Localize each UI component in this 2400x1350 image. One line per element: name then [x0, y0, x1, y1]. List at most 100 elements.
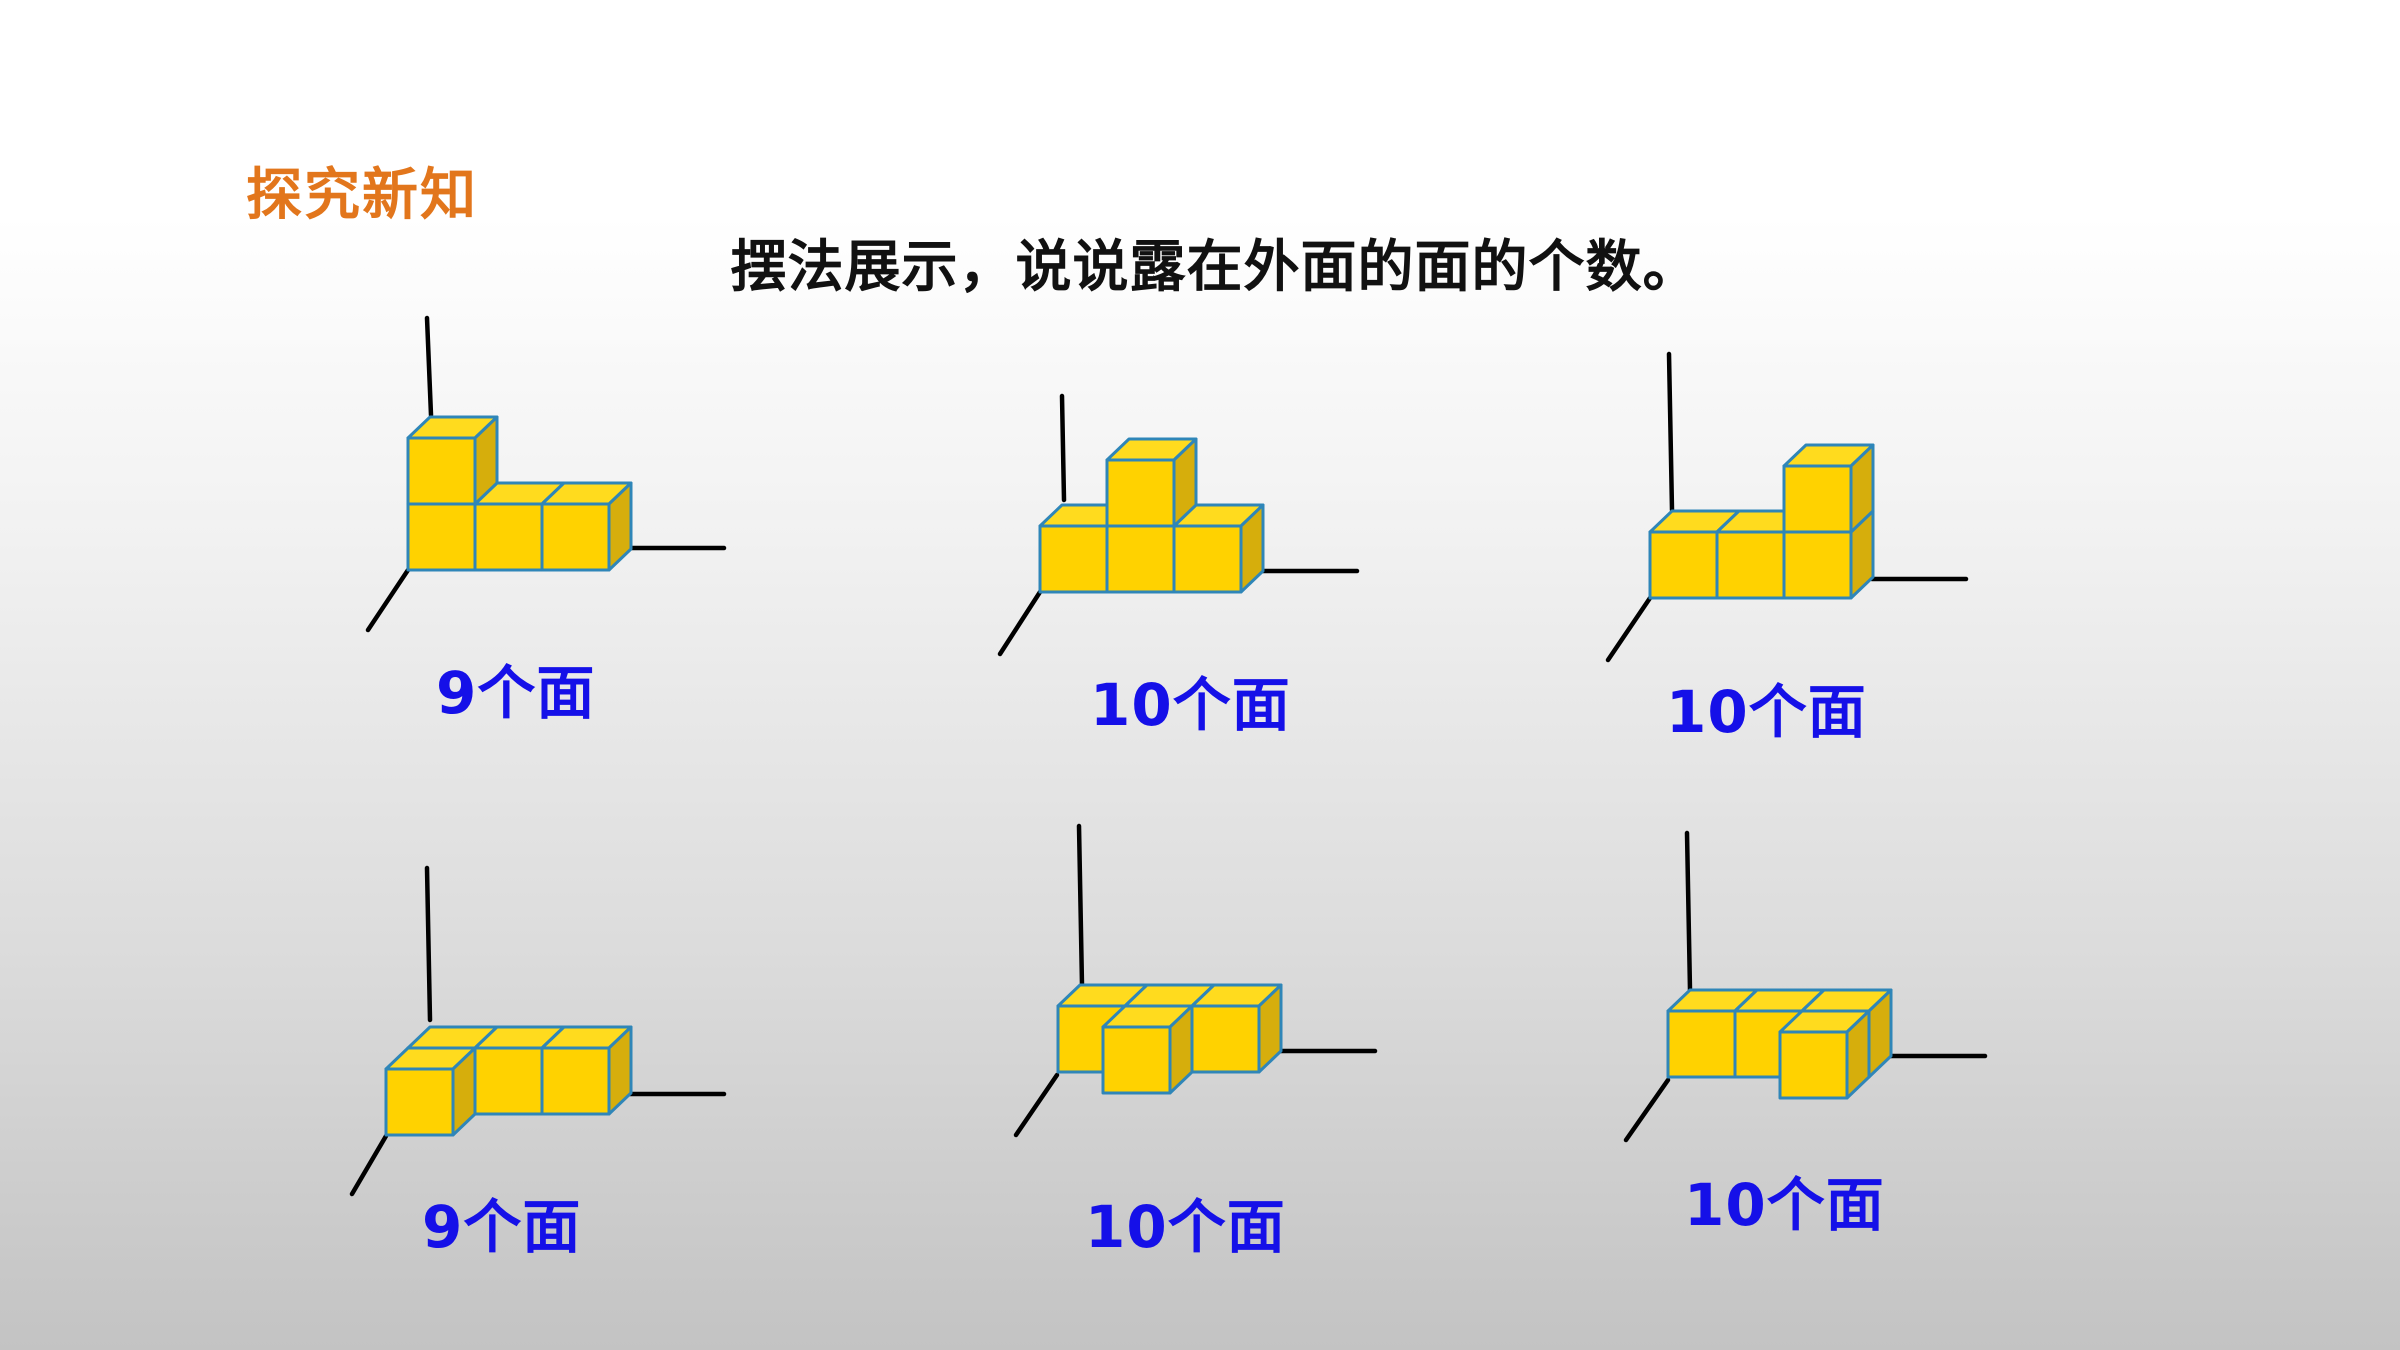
unit-cube — [1038, 503, 1131, 594]
cube-top-face — [1733, 988, 1826, 1013]
unit-cube — [406, 1025, 499, 1116]
unit-cube — [384, 1046, 477, 1137]
cube-side-face — [451, 1046, 477, 1137]
cube-front-face — [1101, 1025, 1172, 1095]
cube-side-face — [1172, 437, 1198, 528]
cube-side-face — [1168, 1004, 1194, 1095]
cube-front-face — [540, 502, 611, 572]
cube-top-face — [540, 1025, 633, 1050]
cube-side-face — [1239, 503, 1265, 594]
cube-side-face — [1800, 988, 1826, 1079]
cube-side-face — [1849, 509, 1875, 600]
cube-front-face — [1056, 1004, 1127, 1074]
unit-cube — [1123, 983, 1216, 1074]
unit-cube — [540, 1025, 633, 1116]
cube-side-face — [1733, 988, 1759, 1079]
cube-top-face — [1782, 443, 1875, 468]
cube-top-face — [473, 481, 566, 506]
cube-top-face — [406, 481, 499, 506]
cube-group-5 — [1056, 983, 1283, 1095]
cube-front-face — [1105, 524, 1176, 594]
cube-top-face — [1666, 988, 1759, 1013]
cube-front-face — [384, 1067, 455, 1137]
unit-cube — [1733, 988, 1826, 1079]
cube-top-face — [1648, 509, 1741, 534]
cube-side-face — [540, 1025, 566, 1116]
cube-front-face — [1123, 1004, 1194, 1074]
cube-top-face — [1101, 1004, 1194, 1029]
cube-front-face — [1105, 458, 1176, 528]
unit-cube — [1105, 437, 1198, 528]
cube-side-face — [1105, 503, 1131, 594]
unit-cube — [1800, 988, 1893, 1079]
cube-side-face — [1867, 988, 1893, 1079]
cube-front-face — [1800, 1009, 1871, 1079]
cube-side-face — [1172, 503, 1198, 594]
cube-top-face — [1123, 983, 1216, 1008]
unit-cube — [406, 481, 499, 572]
face-count-label-3: 10个面 — [1666, 678, 1867, 746]
cube-top-face — [384, 1046, 477, 1071]
cube-side-face — [473, 481, 499, 572]
cube-top-face — [406, 1025, 499, 1050]
cube-side-face — [1849, 443, 1875, 534]
cube-front-face — [1190, 1004, 1261, 1074]
instruction-text: 摆法展示，说说露在外面的面的个数。 — [730, 235, 1700, 300]
cube-front-face — [540, 1046, 611, 1116]
cube-front-face — [1666, 1009, 1737, 1079]
unit-cube — [1648, 509, 1741, 600]
cube-front-face — [1782, 530, 1853, 600]
cube-group-4 — [384, 1025, 633, 1137]
cube-top-face — [1715, 509, 1808, 534]
cube-front-face — [1648, 530, 1719, 600]
unit-cube — [540, 481, 633, 572]
cube-group-2 — [1038, 437, 1265, 594]
unit-cube — [1782, 443, 1875, 534]
cube-top-face — [540, 481, 633, 506]
cube-group-1 — [406, 415, 633, 572]
cube-top-face — [1105, 437, 1198, 462]
cube-front-face — [1782, 464, 1853, 534]
cube-group-6 — [1666, 988, 1893, 1100]
cube-front-face — [1715, 530, 1786, 600]
cube-front-face — [1733, 1009, 1804, 1079]
cube-side-face — [1257, 983, 1283, 1074]
cube-side-face — [1190, 983, 1216, 1074]
axes-6 — [1623, 830, 1988, 1143]
axes-2 — [997, 393, 1360, 657]
cube-top-face — [473, 1025, 566, 1050]
cube-front-face — [406, 502, 477, 572]
cube-side-face — [1782, 509, 1808, 600]
section-title: 探究新知 — [246, 163, 478, 228]
unit-cube — [1778, 1009, 1871, 1100]
face-count-label-4: 9个面 — [422, 1193, 582, 1261]
cube-front-face — [1778, 1030, 1849, 1100]
cube-top-face — [1038, 503, 1131, 528]
cube-top-face — [1800, 988, 1893, 1013]
cube-top-face — [1190, 983, 1283, 1008]
unit-cube — [1056, 983, 1149, 1074]
cube-group-3 — [1648, 443, 1875, 600]
unit-cube — [1715, 509, 1808, 600]
cube-top-face — [1172, 503, 1265, 528]
cube-front-face — [1038, 524, 1109, 594]
face-count-label-1: 9个面 — [436, 659, 596, 727]
cube-front-face — [473, 1046, 544, 1116]
cube-top-face — [1105, 503, 1198, 528]
cube-side-face — [607, 1025, 633, 1116]
face-count-label-2: 10个面 — [1090, 671, 1291, 739]
cube-top-face — [1778, 1009, 1871, 1034]
axes-4 — [349, 865, 727, 1197]
cube-front-face — [406, 436, 477, 506]
axes-5 — [1013, 823, 1378, 1138]
cube-front-face — [406, 1046, 477, 1116]
unit-cube — [1666, 988, 1759, 1079]
cube-front-face — [1172, 524, 1243, 594]
unit-cube — [1172, 503, 1265, 594]
cube-side-face — [1715, 509, 1741, 600]
axes-1 — [365, 315, 727, 633]
cube-top-face — [1782, 509, 1875, 534]
cube-side-face — [607, 481, 633, 572]
cube-front-face — [473, 502, 544, 572]
cube-side-face — [1845, 1009, 1871, 1100]
